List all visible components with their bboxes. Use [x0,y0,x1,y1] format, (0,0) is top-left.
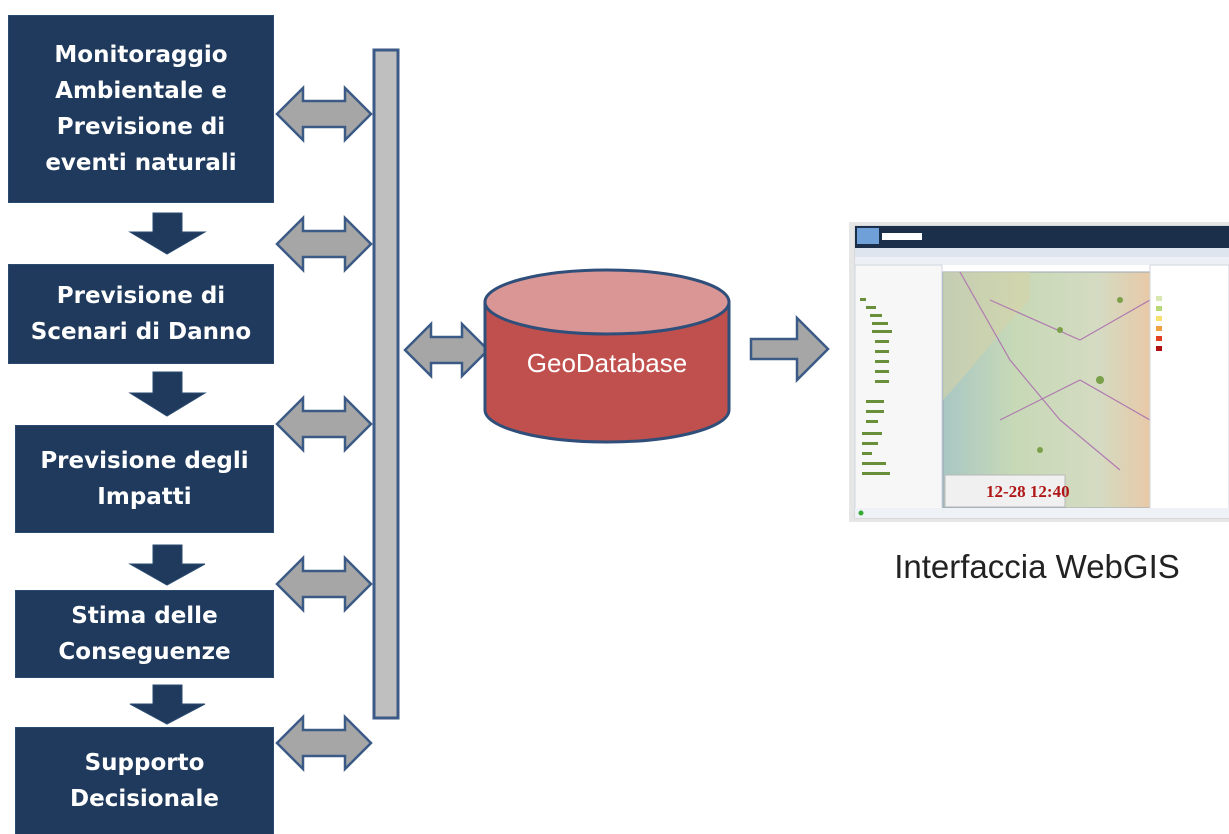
down-arrow-1 [128,212,207,255]
step-box-supporto: Supporto Decisionale [15,727,274,834]
right-arrow-db-webgis [749,314,830,384]
webgis-time-widget [944,474,1066,508]
down-arrow-2 [128,371,207,417]
double-arrow-4 [275,554,373,614]
step-box-scenari-danno: Previsione di Scenari di Danno [8,264,274,364]
database-cylinder [483,268,731,444]
double-arrow-2 [275,214,373,274]
double-arrow-bus-db [403,320,490,380]
geodatabase-label: GeoDatabase [526,348,688,378]
webgis-caption: Interfaccia WebGIS [894,548,1180,585]
webgis-timestamp: 12-28 12:40 [986,482,1070,501]
webgis-legend-panel [1149,264,1229,511]
step-box-conseguenze: Stima delle Conseguenze [15,590,274,678]
webgis-toolbar [855,248,1229,257]
down-arrow-4 [129,684,206,725]
step-box-impatti: Previsione degli Impatti [15,425,274,533]
vertical-bus-bar [372,48,400,720]
step-box-monitoraggio: Monitoraggio Ambientale e Previsione di … [8,15,274,203]
down-arrow-3 [128,544,206,586]
webgis-header-bar [855,226,1229,248]
webgis-screenshot [849,222,1229,522]
double-arrow-3 [275,394,373,454]
webgis-logo [857,228,879,244]
double-arrow-1 [275,84,373,144]
webgis-layer-tree [854,264,943,511]
double-arrow-5 [275,713,373,773]
